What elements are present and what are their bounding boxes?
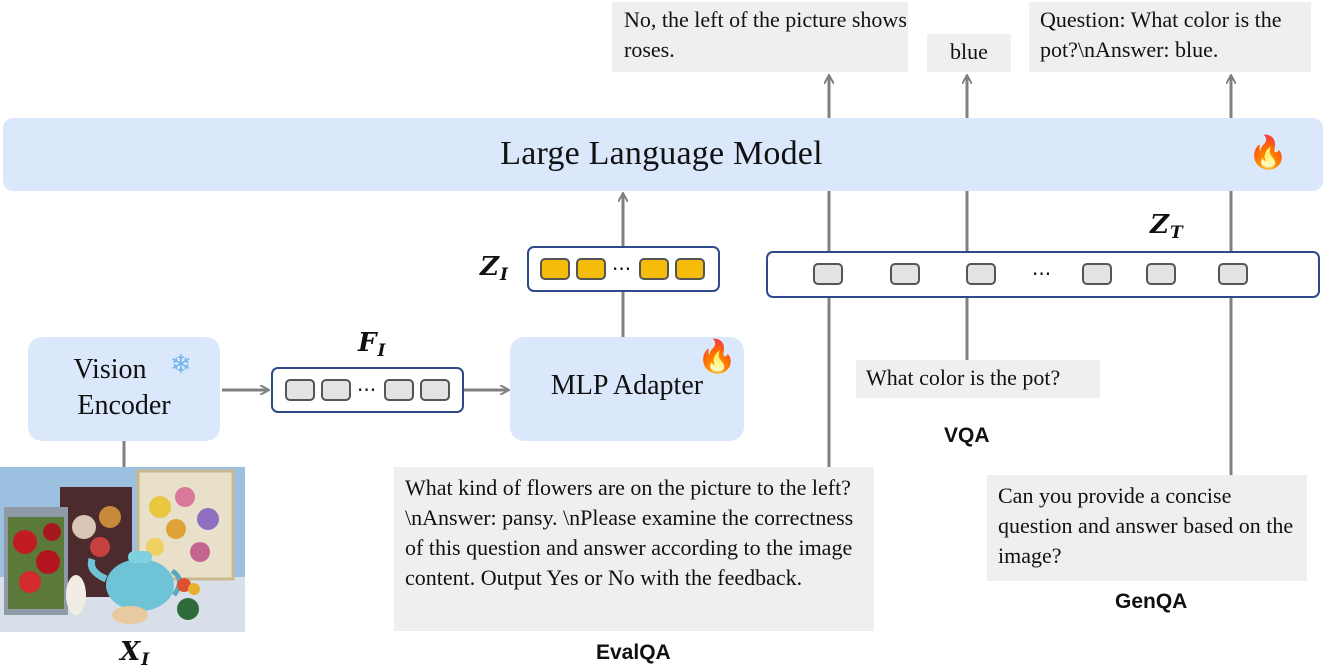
ellipsis: ···: [357, 378, 377, 402]
vqa-input-text: What color is the pot?: [866, 365, 1061, 390]
feature-token: [384, 379, 414, 401]
feature-token: [321, 379, 351, 401]
vqa-task-label: VQA: [944, 424, 990, 447]
visual-token: [675, 258, 705, 280]
ellipsis: ···: [612, 257, 632, 281]
genqa-output-text: Question: What color is the pot?\nAnswer…: [1040, 7, 1282, 62]
still-life-illustration: [0, 467, 245, 632]
fire-icon: 🔥: [697, 338, 737, 374]
evalqa-task-label: EvalQA: [596, 641, 671, 664]
input-image: [0, 467, 245, 632]
feature-token-row: ···: [271, 367, 464, 413]
fire-icon: 🔥: [1248, 134, 1288, 170]
evalqa-input-text: What kind of flowers are on the picture …: [405, 475, 854, 590]
feature-token: [285, 379, 315, 401]
text-token: [1218, 263, 1248, 285]
genqa-task-label: GenQA: [1115, 590, 1188, 613]
vqa-output-box: blue: [927, 34, 1011, 72]
mlp-adapter-label: MLP Adapter: [550, 370, 704, 401]
evalqa-output-box: No, the left of the picture shows roses.: [612, 2, 908, 72]
mlp-adapter-block: [510, 337, 744, 441]
llm-label: Large Language Model: [500, 135, 823, 172]
text-token: [1082, 263, 1112, 285]
genqa-input-text: Can you provide a concise question and a…: [998, 483, 1294, 568]
vqa-output-text: blue: [950, 39, 988, 64]
symbol-f-i: FI: [358, 328, 386, 361]
symbol-x-i: XI: [120, 637, 150, 670]
llm-block: [3, 118, 1323, 191]
text-token: [890, 263, 920, 285]
text-token: [1146, 263, 1176, 285]
ellipsis: ···: [1032, 262, 1052, 286]
feature-token: [420, 379, 450, 401]
snowflake-icon: ❄: [170, 350, 192, 379]
text-token: [813, 263, 843, 285]
symbol-z-t: ZT: [1150, 210, 1183, 243]
visual-token: [639, 258, 669, 280]
visual-token: [540, 258, 570, 280]
visual-token-row: ···: [527, 246, 720, 292]
genqa-input-box: Can you provide a concise question and a…: [987, 475, 1307, 581]
text-token-row: ···: [766, 251, 1320, 298]
evalqa-output-text: No, the left of the picture shows roses.: [624, 7, 907, 62]
vision-encoder-block: [28, 337, 220, 441]
text-token: [966, 263, 996, 285]
evalqa-input-box: What kind of flowers are on the picture …: [394, 467, 874, 631]
genqa-output-box: Question: What color is the pot?\nAnswer…: [1029, 2, 1311, 72]
visual-token: [576, 258, 606, 280]
symbol-z-i: ZI: [480, 252, 508, 285]
vision-encoder-label: Vision Encoder: [73, 354, 171, 421]
vqa-input-box: What color is the pot?: [856, 360, 1100, 398]
